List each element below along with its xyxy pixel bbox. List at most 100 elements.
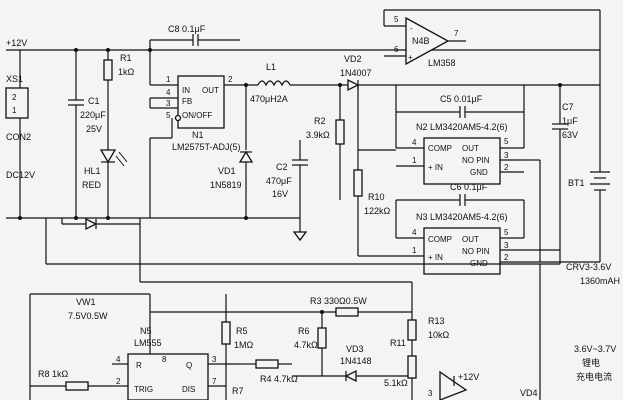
- n1-box: [177, 75, 225, 129]
- n5-part: LM555: [134, 338, 162, 348]
- vw1-label: VW1: [76, 297, 96, 307]
- hl1-value: RED: [82, 180, 102, 190]
- n5-pin-dis: DIS: [182, 385, 195, 394]
- r5-label: R5: [236, 326, 248, 336]
- n2-out: OUT: [462, 144, 479, 153]
- l1-inductor: [257, 80, 291, 87]
- n1-pin-onoff: ON/OFF: [182, 111, 212, 120]
- n3-box: [423, 227, 501, 275]
- r1-resistor: [103, 59, 113, 81]
- r13-value: 10kΩ: [428, 330, 450, 340]
- n5-p3: 3: [212, 355, 217, 364]
- n3-nopin: NO PIN: [462, 247, 490, 256]
- r6-label: R6: [298, 326, 310, 336]
- vd1-label: VD1: [218, 166, 236, 176]
- r1-value: 1kΩ: [118, 67, 135, 77]
- c7-voltage: 63V: [562, 130, 578, 140]
- hl1-label: HL1: [84, 166, 101, 176]
- n4b-plus: +: [408, 53, 413, 62]
- n4b-p7: 7: [454, 29, 459, 38]
- r2-resistor: [335, 119, 345, 145]
- r7-label: R7: [232, 386, 244, 396]
- r5-resistor: [221, 321, 231, 345]
- lithium-label: 锂电: [582, 357, 600, 368]
- n5-pin-q: Q: [186, 361, 192, 370]
- bt1-part: CRV3-3.6V: [566, 262, 611, 272]
- dc12v-label: DC12V: [6, 170, 35, 180]
- vd1-diode: [238, 150, 254, 163]
- n3-p1: 1: [412, 246, 417, 255]
- input-section: +12V XS1 2 1 CON2 DC12V C1 220μF 25V R1 …: [5, 38, 600, 220]
- n2-in: + IN: [428, 163, 443, 172]
- n5-p8: 8: [162, 355, 167, 364]
- r2-label: R2: [314, 116, 326, 126]
- r11-value: 5.1kΩ: [384, 378, 408, 388]
- n2-nopin: NO PIN: [462, 156, 490, 165]
- n5-section: VW1 7.5V0.5W N5 LM555 R Q TRIG DIS 4 8 3…: [29, 217, 561, 400]
- n2-gnd: GND: [470, 168, 488, 177]
- xs1-label: XS1: [6, 74, 23, 84]
- r10-value: 122kΩ: [364, 206, 391, 216]
- n4b-p6: 6: [394, 45, 399, 54]
- n3-section: C6 0.1μF N3 LM3420AM5-4.2(6) COMP + IN O…: [358, 159, 560, 275]
- r11-resistor: [407, 355, 417, 379]
- lithium-range: 3.6V~3.7V: [574, 344, 616, 354]
- xs1-connector: [5, 87, 29, 119]
- n4b-label: N4B: [412, 36, 430, 46]
- n1-p5: 5: [166, 111, 171, 120]
- c1-voltage: 25V: [86, 124, 102, 134]
- lower-right: R13 10kΩ R11 5.1kΩ +12V 3 VD4 3.6V~3.7V …: [384, 264, 616, 400]
- n5-pin-r: R: [136, 361, 142, 370]
- vd3-part: 1N4148: [340, 356, 372, 366]
- r8-resistor: [65, 381, 89, 391]
- c5-label: C5 0.01μF: [440, 94, 483, 104]
- r10-resistor: [353, 169, 363, 197]
- r5-value: 1MΩ: [234, 340, 254, 350]
- n5-p2: 2: [116, 377, 121, 386]
- r13-resistor: [407, 319, 417, 341]
- vw1-zener: [85, 217, 98, 231]
- c2-voltage: 16V: [272, 189, 288, 199]
- n1-part: LM2575T-ADJ(5): [172, 142, 241, 152]
- n2-p3: 3: [504, 151, 509, 160]
- vd3-label: VD3: [346, 344, 364, 354]
- n1-label: N1: [192, 130, 204, 140]
- n5-label: N5: [140, 326, 152, 336]
- n4b-part: LM358: [428, 58, 456, 68]
- c8-label: C8 0.1μF: [168, 24, 206, 34]
- n3-p3: 3: [504, 241, 509, 250]
- n1-p2: 2: [228, 75, 233, 84]
- xs1-pin1: 1: [12, 106, 17, 115]
- vd3-diode: [344, 369, 357, 383]
- hl1-led: [99, 149, 117, 164]
- r10-label: R10: [368, 192, 385, 202]
- vw1-value: 7.5V0.5W: [68, 311, 108, 321]
- xs1-pin2: 2: [12, 93, 17, 102]
- vd1-part: 1N5819: [210, 180, 242, 190]
- n2-comp: COMP: [428, 144, 452, 153]
- output-filter: L1 470μH2A VD1 1N5819 R2 3.9kΩ C2 470μF …: [210, 54, 600, 242]
- n3-out: OUT: [462, 235, 479, 244]
- vd2-part: 1N4007: [340, 68, 372, 78]
- n4b-minus: -: [410, 24, 413, 33]
- r6-value: 4.7kΩ: [294, 340, 318, 350]
- n3-comp: COMP: [428, 235, 452, 244]
- n2-p1: 1: [412, 156, 417, 165]
- c1-label: C1: [88, 96, 100, 106]
- n1-p3: 3: [166, 99, 171, 108]
- n1-pin-out: OUT: [202, 86, 219, 95]
- c1-value: 220μF: [80, 110, 106, 120]
- supply-label: +12V: [6, 38, 27, 48]
- ground-symbol: [292, 231, 308, 242]
- n1-regulator: IN FB ON/OFF OUT 1 4 3 5 2 N1 LM2575T-AD…: [148, 24, 241, 218]
- l1-label: L1: [266, 62, 276, 72]
- opamp-p3: 3: [428, 389, 433, 398]
- n5-pin-trig: TRIG: [134, 385, 153, 394]
- r13-label: R13: [428, 316, 445, 326]
- r6-resistor: [317, 327, 327, 349]
- r3-r6-vd3: R3 330Ω0.5W R6 4.7kΩ VD3 1N4148: [150, 296, 412, 383]
- r10: R10 122kΩ: [353, 85, 396, 256]
- c7-value: 1μF: [562, 116, 578, 126]
- n3-in: + IN: [428, 253, 443, 262]
- n4b-triangle: [405, 16, 450, 66]
